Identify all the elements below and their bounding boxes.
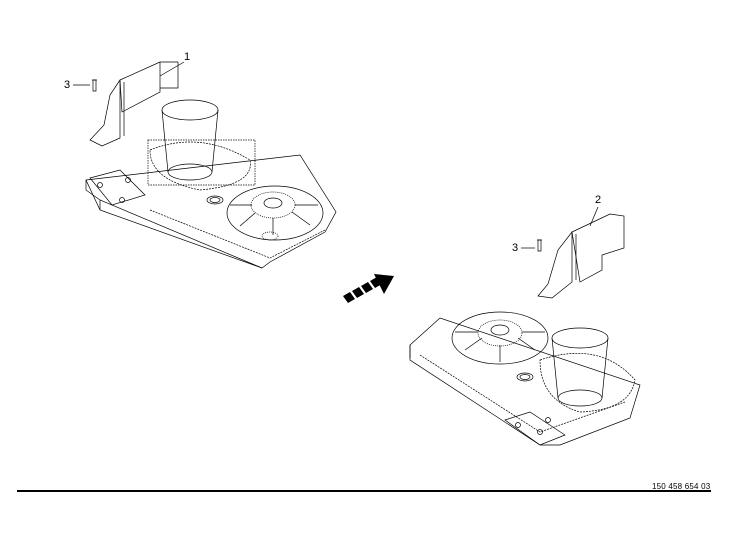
left-spreader-disc xyxy=(226,185,324,241)
callout-3-right: 3 xyxy=(512,242,519,254)
right-deflector-bracket xyxy=(537,213,625,299)
footer-rule xyxy=(17,490,711,492)
right-base-plate xyxy=(409,317,641,446)
left-bracket-leader xyxy=(159,61,185,77)
callout-1: 1 xyxy=(184,51,191,63)
left-base-plate xyxy=(85,154,337,269)
left-deflector-bracket xyxy=(89,61,179,147)
left-bolt xyxy=(92,79,97,92)
callout-2: 2 xyxy=(595,194,602,206)
right-cone-housing xyxy=(539,327,636,413)
direction-arrow xyxy=(343,274,394,303)
left-cone-housing xyxy=(147,99,256,191)
drawing-number: 150 458 654 03 xyxy=(652,482,711,491)
right-bolt xyxy=(537,239,542,252)
right-spreader-disc xyxy=(451,311,549,365)
callout-3-left: 3 xyxy=(64,79,71,91)
right-bracket-leader xyxy=(589,206,599,227)
